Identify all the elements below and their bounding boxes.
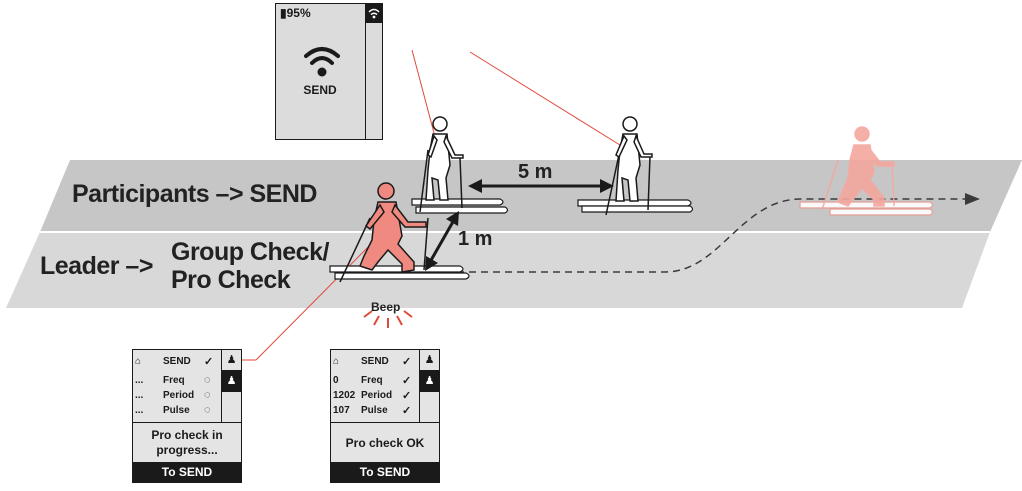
device-row-freq: ... Freq ◌ (135, 374, 211, 386)
group-check-label: Group Check/ (171, 238, 329, 266)
battery-icon: ▮ (280, 6, 287, 20)
check-icon: ✓ (402, 390, 412, 402)
device-row-period: ... Period ◌ (135, 389, 211, 401)
one-meter-label: 1 m (458, 228, 493, 250)
participant-skier-2 (605, 116, 653, 216)
group-icon: ♟ (222, 350, 241, 371)
signal-line-2 (469, 51, 629, 151)
battery-indicator: ▮95% (280, 6, 311, 20)
ghost-skier (821, 126, 895, 211)
to-send-button[interactable]: To SEND (133, 462, 241, 482)
device-row-pulse: 107 Pulse ✓ (333, 405, 412, 417)
device-message: Pro check in progress... (151, 428, 223, 457)
device-side-icons: ♟ ♟ (419, 350, 439, 422)
check-icon: ✓ (402, 405, 412, 417)
beep-label: Beep (371, 300, 401, 314)
group-icon: ♟ (420, 350, 439, 371)
person-signal-icon: ⌂ (135, 356, 142, 367)
dashed-path (445, 198, 965, 273)
participant-skier-1 (419, 116, 464, 213)
skis (329, 198, 694, 280)
device-row-send: ⌂ SEND ✓ (135, 356, 214, 368)
one-meter-arrow (425, 211, 459, 271)
check-icon: ✓ (402, 375, 412, 387)
arrowhead (965, 193, 980, 205)
device-pro-check-ok: ⌂ SEND ✓ 0 Freq ✓ 1202 Period ✓ 107 Puls… (330, 349, 440, 483)
leader-link-line (255, 229, 386, 361)
five-meter-label: 5 m (518, 161, 553, 183)
device-row-freq: 0 Freq ✓ (333, 375, 412, 387)
device-message: Pro check OK (345, 436, 425, 450)
status-icon: ✓ (204, 356, 214, 368)
beep-rays (363, 310, 413, 328)
device-row-send: ⌂ SEND ✓ (333, 356, 412, 368)
signal-line-1 (411, 49, 439, 149)
leader-track (6, 232, 990, 308)
to-send-button[interactable]: To SEND (331, 462, 439, 482)
device-row-pulse: ... Pulse ◌ (135, 404, 211, 416)
status-icon: ◌ (204, 389, 211, 401)
pro-check-label: Pro Check (171, 266, 291, 294)
status-icon: ◌ (204, 404, 211, 416)
device-side-icons: ♟ ♟ (221, 350, 241, 422)
device-row-period: 1202 Period ✓ (333, 390, 412, 402)
group-check-icon: ♟ (420, 371, 439, 392)
participants-track (40, 160, 1022, 232)
leader-label: Leader –> (40, 252, 153, 280)
top-device-sidebar (365, 4, 382, 139)
status-icon: ◌ (204, 374, 211, 386)
send-label: SEND (303, 83, 337, 97)
battery-level: 95% (286, 6, 311, 20)
check-icon: ✓ (402, 356, 412, 368)
five-meter-arrow (468, 179, 614, 193)
participants-label: Participants –> SEND (72, 180, 317, 208)
top-device-screen: ▮95% SEND (275, 3, 383, 140)
wifi-signal-icon (304, 47, 340, 77)
leader-skier (339, 182, 429, 283)
group-check-icon: ♟ (222, 371, 241, 392)
wifi-small-icon (366, 4, 382, 23)
person-signal-icon: ⌂ (333, 356, 340, 367)
device-pro-check-in-progress: ⌂ SEND ✓ ... Freq ◌ ... Period ◌ ... Pul… (132, 349, 242, 483)
